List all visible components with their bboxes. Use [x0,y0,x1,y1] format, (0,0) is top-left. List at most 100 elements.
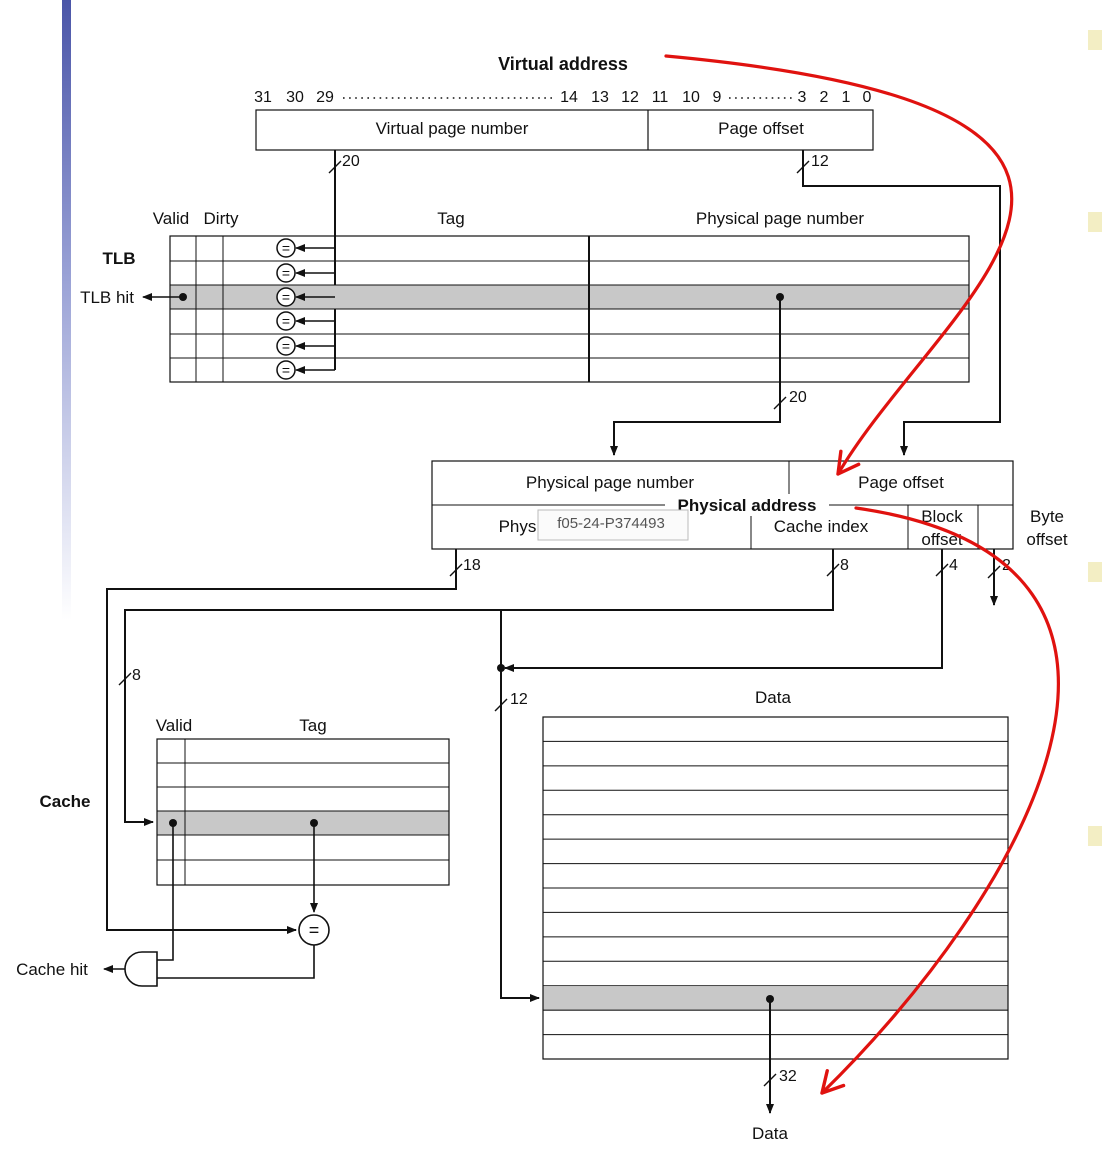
bit-label: 31 [254,89,272,106]
tlb-comparator [276,238,296,258]
comparator-symbol: = [282,289,290,305]
bus-width-slash [826,563,840,577]
slide-bullet-marker [1088,826,1102,846]
comparator-symbol: = [282,240,290,256]
bit-label: 2 [820,89,829,106]
physical-page-offset-field: Page offset [858,473,944,492]
data-index-bus [500,610,540,1002]
figure-tooltip-text: f05-24-P374493 [557,515,665,532]
virtual-page-offset-field: Page offset [718,119,804,138]
cache-index-field: Cache index [774,517,869,536]
bus-width-slash [328,160,342,174]
tlb-comparator [276,263,296,283]
tlb-ppn-header: Physical page number [696,209,865,228]
bus-width-slash [763,1073,777,1087]
slide-sidebar-bar [62,0,71,620]
bit-label: 29 [316,89,334,106]
red-annotation-arrow [664,54,1014,476]
bus-width-slash [494,698,508,712]
bus-width-label: 8 [132,667,141,684]
virtual-address-title: Virtual address [498,54,628,74]
bit-label: 0 [863,89,872,106]
bus-width-slash [449,563,463,577]
virtual-address-register [255,109,874,151]
bus-junction-dot [497,664,505,672]
tlb-grid [170,236,969,382]
physical-address-title: Physical address [678,496,817,515]
bus-width-slash [987,565,1001,579]
comparator-symbol: = [282,265,290,281]
bit-label: 30 [286,89,304,106]
comparator-symbol: = [282,338,290,354]
bus-width-slash [773,396,787,410]
data-array-grid [543,740,1008,1036]
slide-bullet-marker [1088,212,1102,232]
block-offset-field-line1: Block [921,507,963,526]
bus-width-label: 4 [949,557,958,574]
data-output-label: Data [752,1124,788,1143]
comparator-symbol: = [309,920,320,940]
cache-grid [157,739,449,885]
bus-width-label: 12 [811,153,829,170]
comparator-symbol: = [282,313,290,329]
slide-bullet-marker [1088,30,1102,50]
cache-table [156,738,450,886]
red-arrowhead [820,1069,846,1095]
bit-label: 14 [560,89,578,106]
cache-index-bus [124,549,834,826]
red-annotation-arrow [820,506,1060,1095]
virtual-page-number-field: Virtual page number [376,119,529,138]
physical-address-title-backdrop [665,494,829,516]
tlb-comparator [276,336,296,356]
bus-width-slash [935,563,949,577]
bus-width-label: 8 [840,557,849,574]
bit-label: 12 [621,89,639,106]
figure-tooltip-box [537,509,689,541]
tlb-hit-dot [179,293,187,301]
byte-offset-label-line2: offset [1026,530,1068,549]
tlb-dirty-header: Dirty [204,209,239,228]
bit-label: 3 [798,89,807,106]
red-arrowhead [836,449,861,476]
block-offset-field-line2: offset [921,530,963,549]
comparator-symbol: = [282,362,290,378]
bit-label: 9 [713,89,722,106]
tlb-comparator [276,311,296,331]
bit-label: 1 [842,89,851,106]
cache-hit-and-gate [124,951,158,987]
data-selected-row-highlight [543,987,1008,1011]
bit-label: 11 [652,89,669,106]
physical-page-number-field: Physical page number [526,473,695,492]
byte-offset-label-line1: Byte [1030,507,1064,526]
data-array-header: Data [755,688,791,707]
ppn-bus [610,297,781,456]
bit-label: 10 [682,89,700,106]
bus-width-label: 12 [510,691,528,708]
bus-width-label: 20 [342,153,360,170]
bus-width-label: 32 [779,1068,797,1085]
bus-width-slash [796,160,810,174]
page-offset-bus [802,150,1001,456]
bus-width-label: 20 [789,389,807,406]
tlb-label: TLB [102,249,135,268]
cache-selected-row-highlight [157,811,449,835]
cache-label: Cache [39,792,90,811]
comparator-output-line [157,945,315,979]
bus-width-label: 18 [463,557,481,574]
tlb-comparators: = = = = = = [276,238,335,380]
tlb-tag-header: Tag [437,209,464,228]
annotation-arrows [664,54,1060,1095]
virtual-address-bit-labels: 31 30 29 14 13 12 11 10 9 3 2 1 0 [254,89,871,106]
bus-width-slash [118,672,132,686]
tlb-valid-header: Valid [153,209,190,228]
cache-valid-line [157,823,174,961]
cache-hit-label: Cache hit [16,960,88,979]
slide-bullet-marker [1088,562,1102,582]
tlb-hit-label: TLB hit [80,288,134,307]
tlb-comparator [276,287,296,307]
tlb-comparator [276,360,296,380]
block-offset-bus [504,549,943,672]
cache-valid-header: Valid [156,716,193,735]
